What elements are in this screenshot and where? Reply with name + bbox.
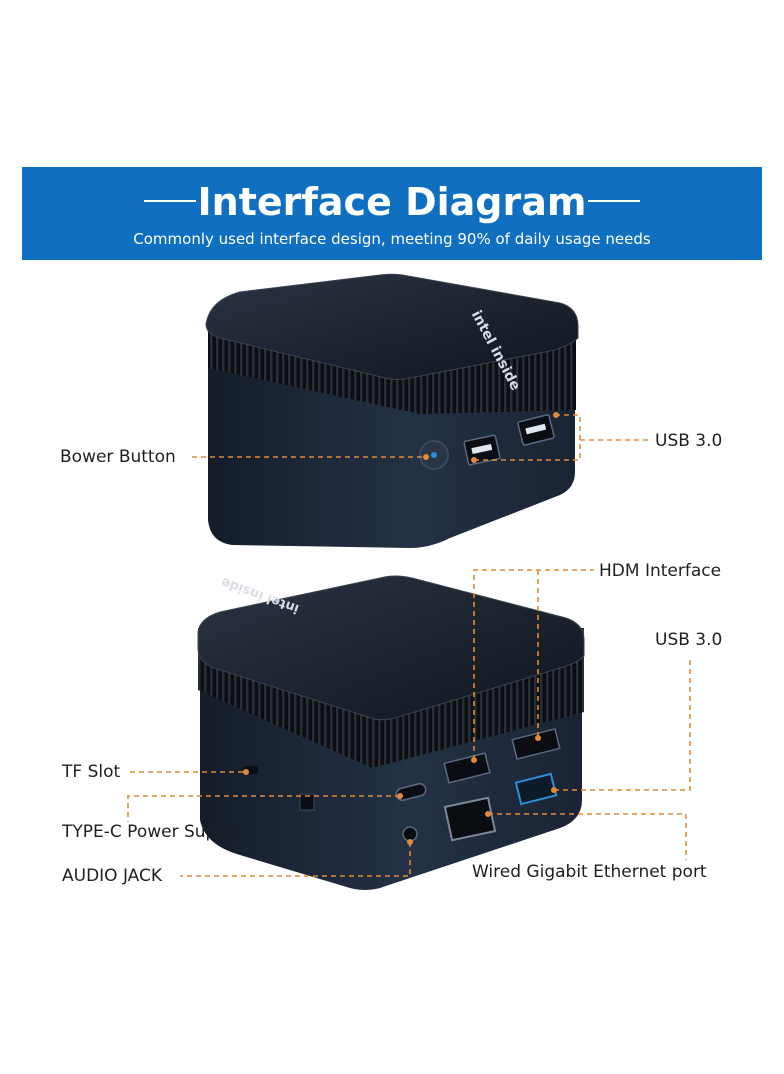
leader-lines bbox=[127, 414, 691, 877]
device-lid bbox=[205, 273, 579, 380]
device-lid bbox=[197, 575, 585, 721]
hdmi-port-1 bbox=[443, 752, 491, 784]
label-audio-jack: AUDIO JACK bbox=[62, 866, 163, 886]
title-rule-left bbox=[144, 200, 196, 202]
label-hdmi: HDM Interface bbox=[599, 561, 722, 581]
mini-pc-top-view bbox=[205, 273, 579, 548]
label-ethernet: Wired Gigabit Ethernet port bbox=[472, 862, 707, 882]
hdmi-port-2 bbox=[511, 728, 561, 760]
label-type-c: TYPE-C Power Supply bbox=[62, 822, 242, 842]
header-banner: Interface Diagram Commonly used interfac… bbox=[22, 167, 762, 260]
label-usb-bottom: USB 3.0 bbox=[655, 630, 723, 650]
audio-port bbox=[402, 826, 418, 842]
title-rule-right bbox=[588, 200, 640, 202]
usb3-port-blue bbox=[514, 772, 558, 806]
page-subtitle: Commonly used interface design, meeting … bbox=[133, 230, 651, 248]
label-tf-slot: TF Slot bbox=[62, 762, 121, 782]
label-usb-top: USB 3.0 bbox=[655, 431, 723, 451]
power-led bbox=[431, 452, 437, 458]
label-power-button: Bower Button bbox=[60, 447, 176, 467]
mini-pc-back-view bbox=[197, 575, 585, 890]
page-title: Interface Diagram bbox=[197, 180, 587, 224]
